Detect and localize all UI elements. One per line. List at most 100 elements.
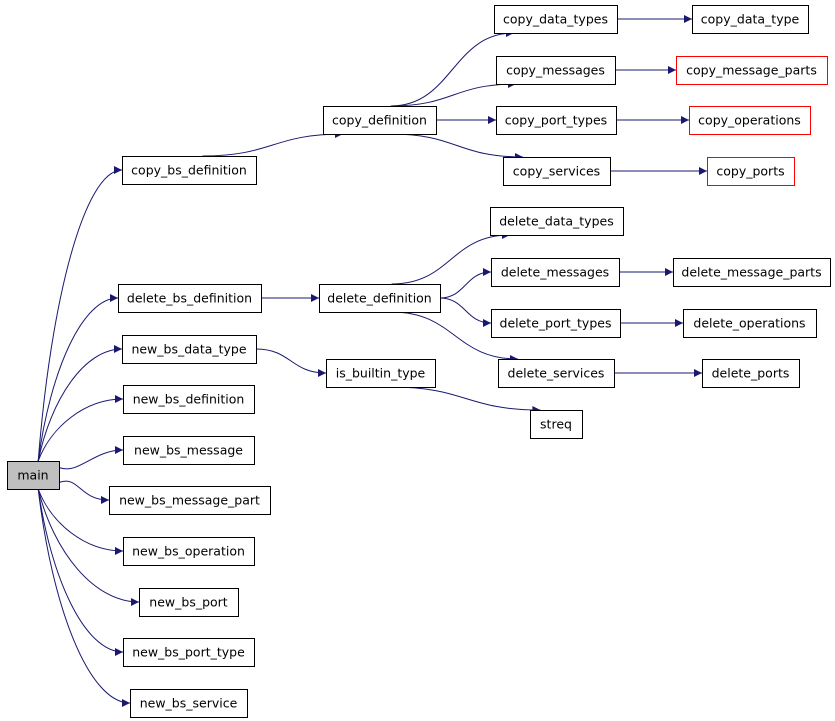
node-box-delete_operations	[683, 309, 817, 338]
node-label-copy_ports: copy_ports	[716, 164, 784, 179]
edge-new_bs_data_type-to-is_builtin_type	[255, 348, 327, 377]
node-streq[interactable]: streq	[530, 410, 583, 439]
node-label-copy_services: copy_services	[513, 164, 600, 179]
node-new_bs_port_type[interactable]: new_bs_port_type	[123, 638, 255, 667]
edge-delete_definition-to-delete_messages	[439, 268, 492, 299]
node-label-delete_definition: delete_definition	[327, 291, 431, 306]
node-copy_data_types[interactable]: copy_data_types	[494, 5, 618, 34]
node-box-main	[7, 461, 60, 490]
node-label-new_bs_operation: new_bs_operation	[132, 544, 245, 559]
node-box-delete_definition	[319, 284, 441, 313]
node-label-new_bs_data_type: new_bs_data_type	[131, 342, 246, 357]
node-delete_definition[interactable]: delete_definition	[319, 284, 441, 313]
edge-is_builtin_type-to-streq	[391, 386, 541, 414]
node-box-delete_bs_definition	[118, 284, 262, 313]
node-label-delete_operations: delete_operations	[693, 316, 805, 331]
node-label-delete_messages: delete_messages	[501, 265, 609, 280]
node-box-streq	[530, 410, 583, 439]
node-delete_operations[interactable]: delete_operations	[683, 309, 817, 338]
node-box-new_bs_service	[130, 689, 248, 718]
node-label-new_bs_port: new_bs_port	[149, 595, 228, 610]
edge-copy_definition-to-copy_services	[390, 133, 524, 161]
node-box-copy_port_types	[496, 106, 617, 135]
node-box-delete_services	[498, 359, 615, 388]
node-is_builtin_type[interactable]: is_builtin_type	[326, 359, 436, 388]
node-delete_data_types[interactable]: delete_data_types	[490, 207, 624, 236]
node-copy_bs_definition[interactable]: copy_bs_definition	[122, 156, 257, 185]
node-label-delete_services: delete_services	[508, 366, 605, 381]
node-delete_bs_definition[interactable]: delete_bs_definition	[118, 284, 262, 313]
node-box-is_builtin_type	[326, 359, 436, 388]
node-delete_services[interactable]: delete_services	[498, 359, 615, 388]
node-box-delete_data_types	[490, 207, 624, 236]
node-copy_messages[interactable]: copy_messages	[496, 56, 616, 85]
edge-delete_definition-to-delete_port_types	[439, 297, 492, 327]
node-box-copy_messages	[496, 56, 616, 85]
node-new_bs_message[interactable]: new_bs_message	[123, 436, 255, 465]
node-label-delete_data_types: delete_data_types	[499, 214, 613, 229]
node-label-copy_data_type: copy_data_type	[701, 12, 800, 27]
node-copy_data_type[interactable]: copy_data_type	[692, 5, 809, 34]
edge-copy_definition-to-copy_data_types	[390, 29, 515, 107]
node-copy_services[interactable]: copy_services	[503, 157, 611, 186]
node-label-main: main	[17, 468, 48, 483]
node-label-streq: streq	[540, 417, 572, 432]
node-label-copy_data_types: copy_data_types	[503, 12, 608, 27]
node-new_bs_port[interactable]: new_bs_port	[139, 588, 239, 617]
edge-main-to-new_bs_definition	[37, 395, 124, 462]
node-label-new_bs_message: new_bs_message	[134, 443, 243, 458]
node-box-delete_port_types	[491, 309, 621, 338]
edge-main-to-copy_bs_definition	[37, 166, 123, 462]
node-label-new_bs_message_part: new_bs_message_part	[119, 493, 260, 508]
node-copy_definition[interactable]: copy_definition	[323, 106, 437, 135]
node-box-copy_services	[503, 157, 611, 186]
nodes-layer: maincopy_bs_definitioncopy_definitioncop…	[7, 5, 831, 718]
node-label-new_bs_definition: new_bs_definition	[133, 392, 245, 407]
node-copy_operations[interactable]: copy_operations	[689, 106, 811, 135]
node-box-new_bs_definition	[123, 385, 255, 414]
node-label-new_bs_service: new_bs_service	[140, 696, 238, 711]
node-new_bs_service[interactable]: new_bs_service	[130, 689, 248, 718]
edge-main-to-new_bs_message	[58, 446, 124, 470]
node-box-copy_data_type	[692, 5, 809, 34]
edge-main-to-new_bs_operation	[37, 488, 124, 555]
node-box-delete_message_parts	[673, 258, 831, 287]
node-box-new_bs_message	[123, 436, 255, 465]
edge-delete_definition-to-delete_services	[391, 311, 519, 363]
node-label-is_builtin_type: is_builtin_type	[336, 366, 426, 381]
node-new_bs_definition[interactable]: new_bs_definition	[123, 385, 255, 414]
node-delete_port_types[interactable]: delete_port_types	[491, 309, 621, 338]
node-copy_message_parts[interactable]: copy_message_parts	[676, 56, 828, 85]
edge-main-to-new_bs_message_part	[58, 480, 110, 504]
node-label-delete_ports: delete_ports	[712, 366, 790, 381]
node-copy_port_types[interactable]: copy_port_types	[496, 106, 617, 135]
node-label-copy_port_types: copy_port_types	[505, 113, 607, 128]
node-label-copy_definition: copy_definition	[332, 113, 427, 128]
node-box-copy_bs_definition	[122, 156, 257, 185]
node-box-copy_message_parts	[676, 56, 828, 85]
node-box-copy_definition	[323, 106, 437, 135]
node-label-new_bs_port_type: new_bs_port_type	[132, 645, 245, 660]
node-label-copy_messages: copy_messages	[506, 63, 605, 78]
node-copy_ports[interactable]: copy_ports	[707, 157, 795, 186]
edge-copy_definition-to-copy_messages	[390, 80, 517, 107]
node-delete_message_parts[interactable]: delete_message_parts	[673, 258, 831, 287]
node-new_bs_data_type[interactable]: new_bs_data_type	[122, 335, 257, 364]
node-box-new_bs_port_type	[123, 638, 255, 667]
node-box-copy_ports	[707, 157, 795, 186]
edge-main-to-new_bs_port	[37, 488, 140, 606]
edges-layer	[37, 15, 707, 707]
node-box-new_bs_port	[139, 588, 239, 617]
node-new_bs_message_part[interactable]: new_bs_message_part	[109, 486, 271, 515]
node-delete_ports[interactable]: delete_ports	[702, 359, 800, 388]
node-box-copy_operations	[689, 106, 811, 135]
edge-main-to-new_bs_port_type	[37, 488, 124, 656]
edge-copy_bs_definition-to-copy_definition	[202, 130, 344, 157]
node-new_bs_operation[interactable]: new_bs_operation	[123, 537, 255, 566]
edge-main-to-new_bs_data_type	[37, 345, 123, 462]
edge-main-to-new_bs_service	[37, 488, 131, 707]
node-main[interactable]: main	[7, 461, 60, 490]
node-label-copy_message_parts: copy_message_parts	[686, 63, 817, 78]
node-delete_messages[interactable]: delete_messages	[491, 258, 620, 287]
